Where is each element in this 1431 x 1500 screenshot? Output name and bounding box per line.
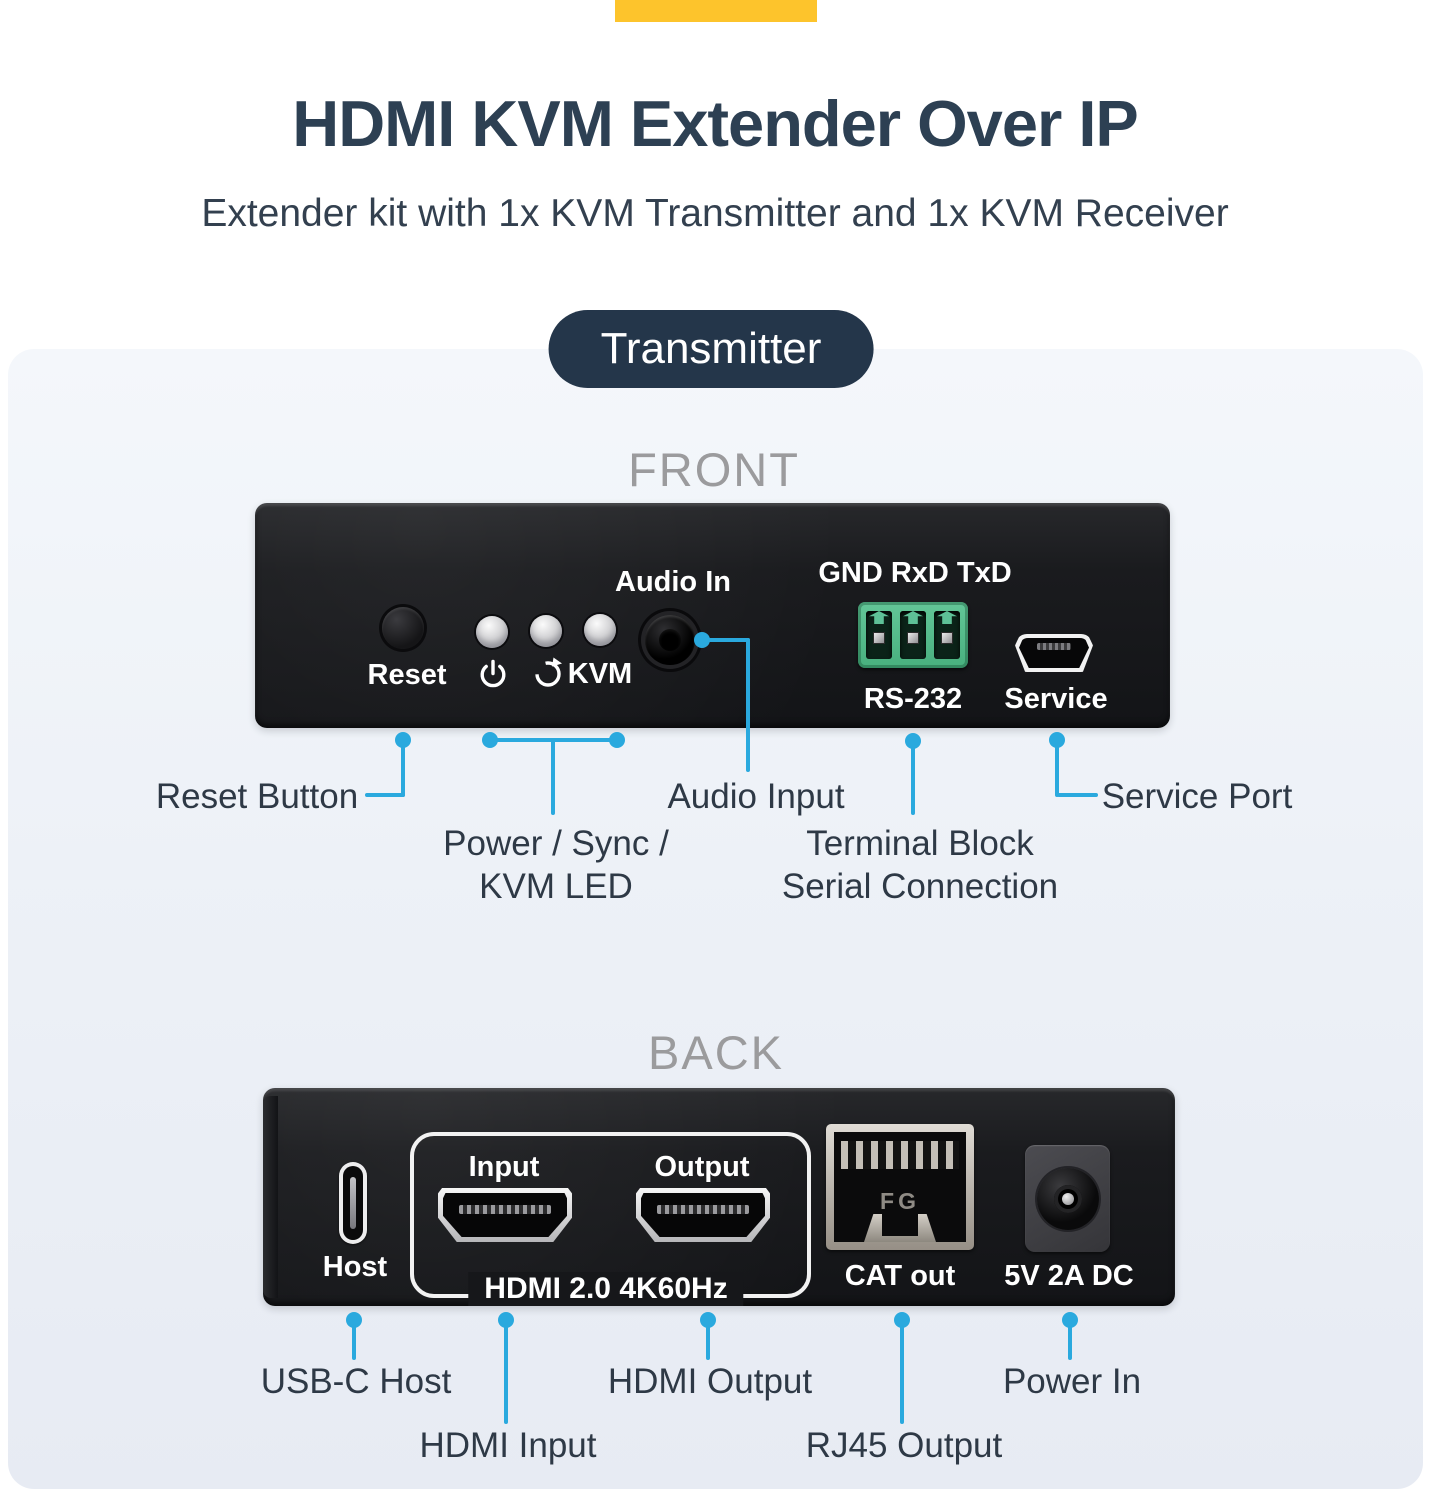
dc-jack-hole — [1053, 1184, 1082, 1213]
callout-led-line2: KVM LED — [479, 867, 633, 906]
front-panel-device: Reset KVM Audio In GND RxD TxD RS-232 Se… — [255, 503, 1170, 728]
terminal-pin — [900, 611, 926, 659]
callout-hdmi-output: HDMI Output — [607, 1362, 813, 1401]
usb-c-port — [339, 1162, 367, 1244]
hdmi-pins — [459, 1205, 551, 1214]
callout-terminal-line1: Terminal Block — [806, 824, 1034, 863]
hdmi-input-port — [438, 1188, 572, 1242]
dc-rating-label: 5V 2A DC — [1004, 1260, 1134, 1292]
callout-usb-c-host: USB-C Host — [260, 1362, 452, 1401]
back-heading: BACK — [648, 1026, 784, 1079]
serial-pins-label: GND RxD TxD — [818, 557, 1012, 589]
callout-audio-input: Audio Input — [667, 777, 845, 816]
callout-line — [401, 740, 405, 797]
terminal-pin — [866, 611, 892, 659]
rj45-fg-label: FG — [880, 1188, 920, 1214]
callout-line — [551, 740, 555, 815]
audio-in-label: Audio In — [615, 566, 731, 598]
output-label: Output — [654, 1151, 750, 1183]
hdmi-spec-label: HDMI 2.0 4K60Hz — [468, 1272, 744, 1306]
callout-power-in: Power In — [1002, 1362, 1142, 1401]
rj45-clip-tab — [882, 1210, 918, 1236]
hdmi-output-port — [636, 1188, 770, 1242]
power-icon — [480, 659, 506, 688]
callout-line — [504, 1320, 508, 1424]
callout-rj45-output: RJ45 Output — [805, 1426, 1003, 1465]
transmitter-badge: Transmitter — [548, 310, 874, 388]
audio-jack — [645, 615, 695, 665]
micro-usb-service-port — [1015, 634, 1093, 672]
micro-usb-pins — [1037, 643, 1071, 650]
dc-jack-pin — [1061, 1192, 1074, 1205]
front-heading: FRONT — [628, 443, 800, 496]
cat-out-label: CAT out — [844, 1260, 956, 1292]
callout-line — [702, 638, 750, 642]
callout-terminal-line2: Serial Connection — [781, 867, 1059, 906]
kvm-label: KVM — [567, 658, 633, 690]
callout-dot-leds — [609, 732, 625, 748]
sync-icon — [535, 657, 562, 687]
callout-line — [746, 638, 750, 772]
callout-line — [352, 1320, 356, 1360]
sync-led — [530, 615, 562, 647]
back-panel-device: Host Input Output HDMI 2.0 4K60Hz FG CAT… — [263, 1088, 1175, 1306]
callout-line — [1055, 740, 1059, 797]
page-subtitle: Extender kit with 1x KVM Transmitter and… — [201, 192, 1229, 235]
callout-led-line1: Power / Sync / — [443, 824, 669, 863]
callout-line — [911, 741, 915, 815]
page-title: HDMI KVM Extender Over IP — [292, 87, 1138, 160]
input-label: Input — [468, 1151, 540, 1183]
host-label: Host — [322, 1251, 388, 1283]
power-led — [476, 616, 508, 648]
rj45-pins — [841, 1141, 959, 1169]
service-label: Service — [1004, 683, 1108, 715]
dc-power-jack — [1025, 1145, 1110, 1252]
callout-service-port: Service Port — [1101, 777, 1293, 816]
brand-accent-bar — [615, 0, 817, 22]
hdmi-pins — [657, 1205, 749, 1214]
terminal-pin — [934, 611, 960, 659]
dc-jack-ring — [1036, 1167, 1099, 1230]
callout-line — [365, 793, 405, 797]
reset-button — [382, 607, 424, 649]
callout-line — [706, 1320, 710, 1360]
callout-reset-button: Reset Button — [155, 777, 359, 816]
callout-line — [900, 1320, 904, 1424]
rj45-cavity: FG — [834, 1132, 966, 1242]
callout-line — [1068, 1320, 1072, 1360]
kvm-led — [584, 614, 616, 646]
callout-hdmi-input: HDMI Input — [419, 1426, 597, 1465]
terminal-block — [858, 602, 968, 668]
rj45-port: FG — [826, 1124, 974, 1250]
reset-label: Reset — [367, 659, 447, 691]
callout-line — [1057, 793, 1098, 797]
rs232-label: RS-232 — [863, 683, 963, 715]
